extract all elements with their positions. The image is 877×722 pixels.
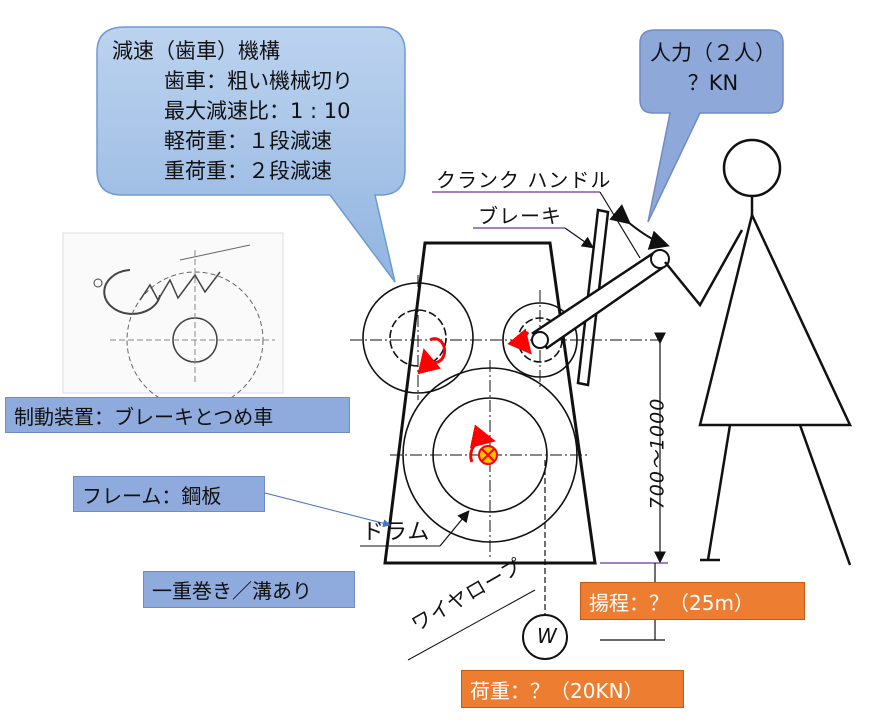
crank-handle-label: クランク ハンドル: [436, 168, 612, 192]
stick-figure: [664, 138, 852, 566]
reduction-title: 減速（歯車）機構: [112, 39, 280, 63]
drum-label: ドラム: [362, 520, 431, 545]
reduction-callout-shape: [96, 26, 406, 283]
winding-box: 一重巻き／溝あり: [143, 571, 355, 608]
weight-label: W: [537, 624, 558, 648]
ratchet-sketch-inset: [62, 232, 284, 409]
height-dimension-label: 700～1000: [646, 397, 669, 510]
reduction-line: 軽荷重：１段減速: [164, 129, 332, 153]
frame: [383, 241, 597, 565]
left-gear-inner: [389, 309, 447, 367]
load-box: 荷重：？（20KN）: [461, 670, 684, 708]
human-callout: 人力（２人） ？KN: [648, 38, 778, 98]
reduction-line: 重荷重：２段減速: [164, 159, 332, 183]
human-callout-force: ？KN: [687, 71, 739, 95]
human-callout-shape: [639, 29, 784, 223]
brake-label: ブレーキ: [478, 204, 562, 228]
rotation-arrow-drum: [469, 424, 496, 463]
lift-height-box: 揚程：？（25m）: [580, 582, 805, 620]
rotation-arrow-pinion: [507, 328, 532, 355]
rotation-arrow-left: [417, 337, 447, 375]
reduction-line: 歯車：粗い機械切り: [164, 69, 353, 93]
human-callout-title: 人力（２人）: [650, 41, 776, 65]
braking-device-box: 制動装置：ブレーキとつめ車: [5, 397, 350, 433]
frame-box: フレーム：鋼板: [73, 476, 265, 512]
weight-circle: [522, 614, 568, 660]
reduction-line: 最大減速比：1 : 10: [164, 99, 351, 123]
reduction-callout: 減速（歯車）機構 歯車：粗い機械切り 最大減速比：1 : 10 軽荷重：１段減速…: [112, 36, 353, 186]
